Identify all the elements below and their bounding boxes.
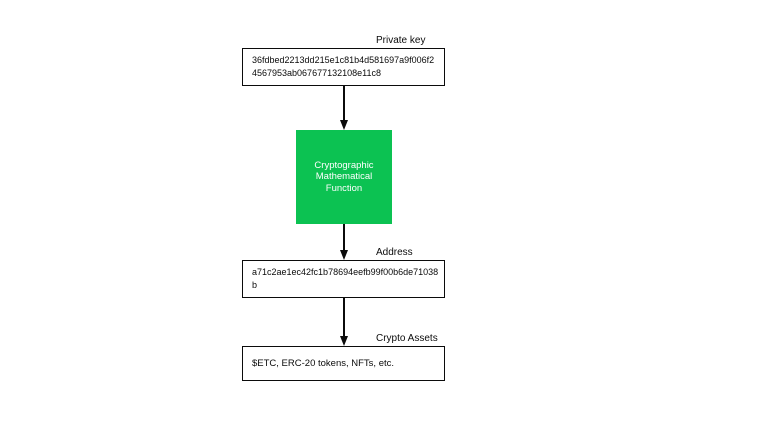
arrow-address-to-crypto-assets: [339, 298, 349, 346]
private-key-label: Private key: [376, 35, 426, 46]
private-key-box: 36fdbed2213dd215e1c81b4d581697a9f006f245…: [242, 48, 445, 86]
address-box: a71c2ae1ec42fc1b78694eefb99f00b6de71038b: [242, 260, 445, 298]
crypto-assets-value: $ETC, ERC-20 tokens, NFTs, etc.: [252, 358, 395, 369]
address-label: Address: [376, 247, 413, 258]
arrow-private-key-to-function: [339, 86, 349, 130]
arrow-function-to-address: [339, 224, 349, 260]
crypto-assets-label: Crypto Assets: [376, 333, 438, 344]
private-key-value: 36fdbed2213dd215e1c81b4d581697a9f006f245…: [252, 55, 435, 78]
arrow-line: [343, 298, 345, 337]
crypto-assets-box: $ETC, ERC-20 tokens, NFTs, etc.: [242, 346, 445, 381]
address-value: a71c2ae1ec42fc1b78694eefb99f00b6de71038b: [252, 267, 439, 290]
arrow-head: [339, 120, 348, 130]
arrow-line: [343, 86, 345, 121]
arrow-head: [339, 336, 348, 346]
arrow-head: [339, 250, 348, 260]
function-box-label: Cryptographic Mathematical Function: [314, 159, 374, 194]
function-box: Cryptographic Mathematical Function: [296, 130, 392, 224]
arrow-line: [343, 224, 345, 251]
